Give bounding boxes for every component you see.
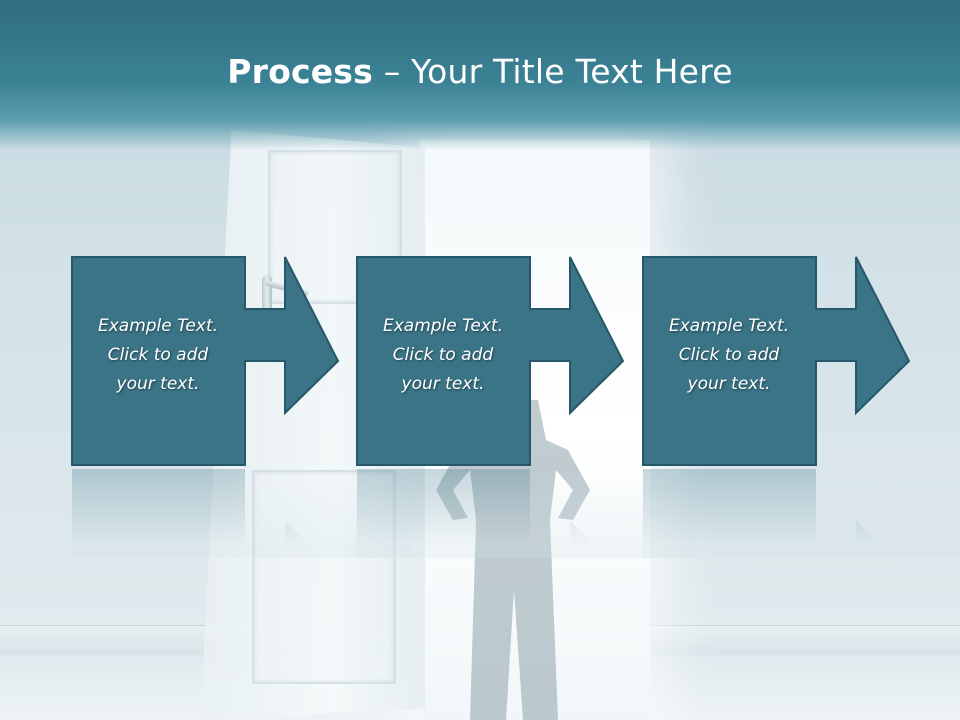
- door-handle-icon: [262, 275, 272, 317]
- step-arrow-shape: [642, 256, 911, 466]
- step-text-3[interactable]: Example Text. Click to add your text.: [668, 316, 790, 394]
- slide-title[interactable]: Process – Your Title Text Here: [0, 52, 960, 91]
- step-arrow-shape: [71, 256, 340, 466]
- title-banner: [0, 0, 960, 150]
- process-step-3[interactable]: Example Text. Click to add your text.: [642, 256, 960, 558]
- title-bold: Process: [227, 52, 373, 91]
- door-inset-top: [268, 150, 402, 304]
- step-text-2[interactable]: Example Text. Click to add your text.: [382, 316, 504, 394]
- step-arrow-shape: [356, 256, 625, 466]
- process-step-2[interactable]: Example Text. Click to add your text.: [356, 256, 696, 558]
- title-dash: –: [373, 52, 412, 91]
- step-text-1[interactable]: Example Text. Click to add your text.: [97, 316, 219, 394]
- businessman-silhouette-icon: [436, 400, 590, 720]
- step-reflection: [356, 468, 696, 558]
- title-rest: Your Title Text Here: [411, 52, 733, 91]
- step-reflection: [71, 468, 411, 558]
- step-reflection: [642, 468, 960, 558]
- process-step-1[interactable]: Example Text. Click to add your text.: [71, 256, 411, 558]
- door-inset-bottom: [252, 470, 396, 684]
